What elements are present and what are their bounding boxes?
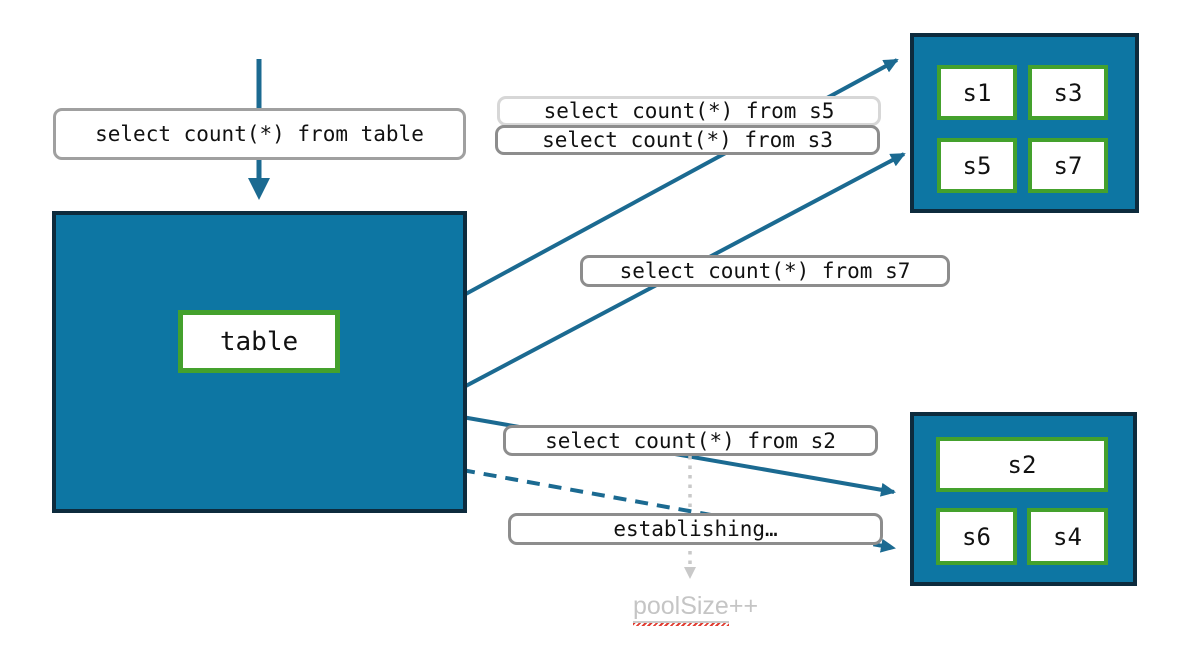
- shard-group-top-box: s1 s3 s5 s7: [910, 33, 1139, 213]
- table-node: table: [178, 310, 340, 373]
- query-label-from-s5: select count(*) from s5: [497, 96, 881, 126]
- shard-s6: s6: [936, 508, 1017, 565]
- table-pool-box: table: [52, 211, 467, 513]
- shard-s3: s3: [1028, 65, 1108, 120]
- shard-s1: s1: [937, 65, 1017, 120]
- shard-s6-label: s6: [962, 522, 991, 551]
- query-text-from-s7: select count(*) from s7: [619, 259, 911, 283]
- query-label-from-s2: select count(*) from s2: [503, 425, 878, 456]
- query-label-establishing: establishing…: [508, 513, 883, 545]
- shard-s2-label: s2: [1007, 450, 1037, 479]
- poolsize-annotation: poolSize++: [608, 592, 783, 623]
- query-label-from-s3: select count(*) from s3: [495, 125, 880, 155]
- query-text-from-s5: select count(*) from s5: [543, 99, 835, 123]
- query-text-from-s2: select count(*) from s2: [545, 428, 836, 453]
- arrow-establishing-dashed: [461, 468, 896, 553]
- shard-s7: s7: [1028, 138, 1108, 193]
- query-text-from-s3: select count(*) from s3: [542, 128, 833, 152]
- poolsize-word: poolSize: [632, 592, 729, 623]
- shard-s5-label: s5: [962, 151, 992, 180]
- shard-s4-label: s4: [1053, 522, 1082, 551]
- query-text-establishing: establishing…: [613, 517, 778, 541]
- table-node-label: table: [219, 326, 299, 357]
- shard-s2: s2: [936, 437, 1108, 492]
- shard-s5: s5: [937, 138, 1017, 193]
- query-label-from-table: select count(*) from table: [53, 108, 466, 160]
- shard-group-bottom-box: s2 s6 s4: [910, 412, 1137, 586]
- shard-s4: s4: [1027, 508, 1108, 565]
- query-label-from-s7: select count(*) from s7: [580, 255, 950, 287]
- shard-s1-label: s1: [962, 78, 992, 107]
- poolsize-operator: ++: [728, 592, 759, 620]
- query-text-from-table: select count(*) from table: [95, 122, 424, 146]
- shard-s7-label: s7: [1053, 151, 1083, 180]
- shard-s3-label: s3: [1053, 78, 1083, 107]
